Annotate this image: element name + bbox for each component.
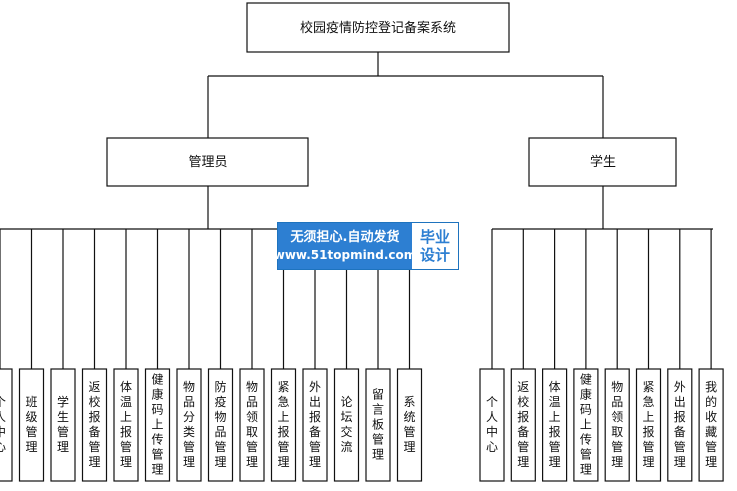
leaf-box: [667, 368, 693, 482]
leaf-label: 个人中心: [486, 395, 498, 454]
leaf-label: 紧急上报管理: [642, 380, 654, 469]
leaf-box: [270, 368, 297, 482]
leaf-label: 体温上报管理: [549, 380, 561, 469]
leaf-label: 论坛交流: [340, 395, 352, 454]
leaf-box: [18, 368, 45, 482]
leaf-label: 体温上报管理: [120, 380, 132, 469]
leaf-box: [510, 368, 536, 482]
leaf-label: 我的收藏管理: [705, 380, 717, 469]
leaf-box: [604, 368, 630, 482]
leaf-box: [541, 368, 568, 482]
leaf-box: [396, 368, 423, 482]
watermark-badge-line1: 毕业: [419, 228, 450, 246]
leaf-label: 返校报备管理: [517, 380, 529, 469]
leaf-box: [573, 368, 599, 482]
root-box: [246, 2, 510, 53]
leaf-box: [113, 368, 139, 482]
leaf-label: 外出报备管理: [674, 380, 686, 469]
leaf-label: 外出报备管理: [309, 380, 321, 469]
leaf-box: [144, 368, 171, 482]
leaf-box: [479, 368, 505, 482]
watermark-badge: 毕业 设计: [412, 223, 458, 269]
leaf-box: [50, 368, 76, 482]
watermark-url: www.51topmind.com: [273, 248, 417, 262]
leaf-box: [635, 368, 662, 482]
leaf-label: 系统管理: [403, 395, 415, 454]
leaf-label: 健康码上传管理: [151, 373, 163, 477]
watermark-badge-line2: 设计: [419, 246, 450, 264]
leaf-label: 物品领取管理: [246, 380, 258, 469]
leaf-label: 学生管理: [57, 394, 69, 454]
leaf-label: 返校报备管理: [88, 380, 100, 469]
root-label: 校园疫情防控登记备案系统: [300, 20, 456, 36]
student-role-label: 学生: [590, 154, 616, 170]
leaf-box: [0, 368, 13, 482]
leaf-box: [365, 368, 391, 482]
student-leaf-group: 个人中心 返校报备管理 体温上报管理 健康码上传管理 物品领取管理 紧急上报管理 外出报备管…: [479, 229, 724, 482]
watermark-left: 无须担心.自动发货 www.51topmind.com: [274, 223, 416, 269]
leaf-box: [698, 368, 724, 482]
leaf-label: 留言板管理: [372, 388, 384, 462]
leaf-label: 健康码上传管理: [580, 373, 592, 477]
watermark-title: 无须担心.自动发货: [290, 230, 400, 245]
leaf-label: 班级管理: [25, 395, 37, 454]
admin-role-box: [106, 137, 309, 187]
leaf-label: 紧急上报管理: [277, 380, 289, 469]
leaf-label: 个人中心: [0, 395, 6, 454]
leaf-box: [239, 368, 265, 482]
leaf-box: [81, 368, 108, 482]
leaf-label: 物品领取管理: [611, 380, 623, 469]
leaf-box: [333, 368, 360, 482]
leaf-label: 物品分类管理: [183, 380, 195, 469]
leaf-label: 防疫物品管理: [214, 379, 226, 469]
watermark-banner: 无须担心.自动发货 www.51topmind.com 毕业 设计: [274, 222, 459, 270]
leaf-box: [302, 368, 328, 482]
admin-role-label: 管理员: [188, 155, 227, 170]
leaf-box: [207, 368, 234, 482]
leaf-box: [176, 368, 202, 482]
